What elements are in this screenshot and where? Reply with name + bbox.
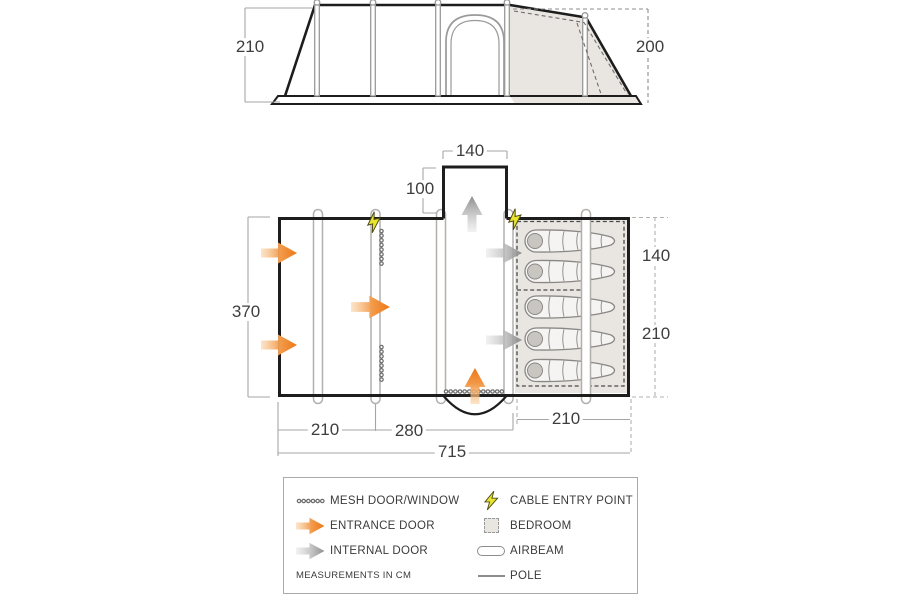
pole-icon [472, 574, 510, 577]
legend-item-cable-entry: CABLE ENTRY POINT [472, 488, 633, 513]
entrance-door-arrow [464, 368, 486, 404]
plan-width-label: 370 [228, 303, 264, 321]
legend-label: MESH DOOR/WINDOW [330, 494, 460, 507]
legend-label: INTERNAL DOOR [330, 544, 429, 557]
bedroom-shade-side [510, 6, 631, 96]
legend-item-airbeam: AIRBEAM [472, 538, 632, 563]
legend-item-internal-door: INTERNAL DOOR [292, 538, 472, 563]
total-length-label: 715 [434, 443, 470, 461]
airbeam [312, 208, 324, 405]
legend-column-right: CABLE ENTRY POINT BEDROOM AIRBEAM POLE [472, 488, 633, 588]
legend-label: ENTRANCE DOOR [330, 519, 435, 532]
bedroom-dashed-border [516, 220, 625, 387]
porch-width-label: 140 [452, 142, 488, 160]
pole [503, 0, 511, 97]
pole [369, 0, 377, 97]
legend: MESH DOOR/WINDOW ENTRANCE DOOR INTERNAL … [283, 477, 638, 594]
door-swing-arc [443, 395, 507, 416]
airbeam [503, 208, 514, 405]
legend-label: BEDROOM [510, 519, 572, 532]
legend-label: POLE [510, 569, 542, 582]
airbeams [312, 208, 592, 405]
bedroom-shade-base [510, 96, 641, 104]
door-arch [445, 14, 505, 95]
elevation-height-right-label: 200 [632, 38, 668, 56]
plan-walls [278, 217, 630, 397]
airbeam-icon [472, 545, 510, 556]
porch-walls [442, 165, 508, 219]
legend-note-row: MEASUREMENTS IN CM [292, 563, 472, 588]
bedroom-section-label: 210 [548, 410, 584, 428]
entrance-door-arrow [261, 334, 297, 356]
bedroom-swatch-icon [472, 518, 510, 533]
floor-plan [247, 150, 668, 456]
tent-outline [283, 3, 633, 97]
porch-depth-label: 100 [402, 180, 438, 198]
legend-item-pole: POLE [472, 563, 632, 588]
entrance-door-arrow [261, 242, 297, 264]
inner-tent-dashed [513, 10, 628, 95]
entrance-door-arrow [351, 295, 390, 319]
elevation-view [244, 0, 649, 105]
bedroom-top-depth-label: 140 [638, 247, 674, 265]
legend-label: AIRBEAM [510, 544, 564, 557]
pole [313, 0, 321, 97]
middle-section-label: 280 [391, 422, 427, 440]
measurements-note: MEASUREMENTS IN CM [296, 570, 412, 581]
front-section-label: 210 [307, 421, 343, 439]
airbeam [435, 208, 447, 405]
legend-column-left: MESH DOOR/WINDOW ENTRANCE DOOR INTERNAL … [292, 488, 472, 588]
legend-item-entrance-door: ENTRANCE DOOR [292, 513, 472, 538]
elevation-height-left-label: 210 [232, 38, 268, 56]
legend-label: CABLE ENTRY POINT [510, 494, 633, 507]
dim-200-lines [513, 8, 649, 103]
pole [434, 0, 442, 97]
airbeam [580, 208, 592, 405]
bedroom-bottom-depth-label: 210 [638, 325, 674, 343]
poles [313, 0, 589, 97]
pole [581, 12, 589, 97]
legend-item-bedroom: BEDROOM [472, 513, 632, 538]
legend-item-mesh: MESH DOOR/WINDOW [292, 488, 472, 513]
internal-door-arrow [461, 196, 483, 232]
